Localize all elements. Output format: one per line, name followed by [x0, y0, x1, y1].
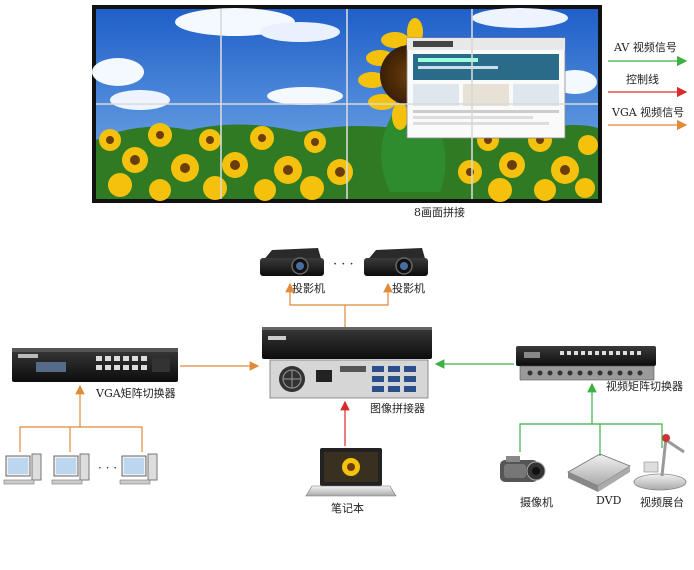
website-screenshot: [407, 38, 565, 138]
laptop-label: 笔记本: [331, 501, 364, 515]
vga-matrix-label: VGA矩阵切换器: [95, 386, 176, 400]
projector-label-left: 投影机: [292, 281, 325, 295]
video-matrix-device: [516, 346, 656, 380]
camera-device: [500, 456, 545, 482]
dvd-label: DVD: [596, 494, 622, 507]
projector-right: [364, 248, 428, 276]
vga-matrix-device: [12, 348, 178, 382]
video-wall: [92, 5, 602, 203]
legend-label-vga: VGA 视频信号: [611, 105, 684, 119]
video-wall-caption: 8画面拼接: [414, 205, 465, 219]
pc-3: [120, 454, 157, 484]
pc-2: [52, 454, 89, 484]
projector-separator: · · ·: [333, 257, 354, 272]
visualizer-label: 视频展台: [640, 495, 684, 509]
pc-1: [4, 454, 41, 484]
dvd-device: [568, 454, 630, 492]
legend-label-control: 控制线: [626, 72, 659, 86]
image-splicer-device: [262, 327, 432, 398]
laptop-device: [306, 448, 396, 496]
visualizer-device: [634, 434, 686, 490]
projector-left: [260, 248, 324, 276]
pc-dots: · · ·: [98, 461, 117, 475]
image-splicer-label: 图像拼接器: [370, 401, 425, 415]
projector-label-right: 投影机: [392, 281, 425, 295]
pc-group: · · ·: [4, 454, 157, 484]
camera-label: 摄像机: [520, 495, 553, 509]
legend: AV 视频信号 控制线 VGA 视频信号: [608, 40, 686, 125]
legend-label-av: AV 视频信号: [613, 40, 677, 54]
video-matrix-label: 视频矩阵切换器: [606, 379, 683, 393]
